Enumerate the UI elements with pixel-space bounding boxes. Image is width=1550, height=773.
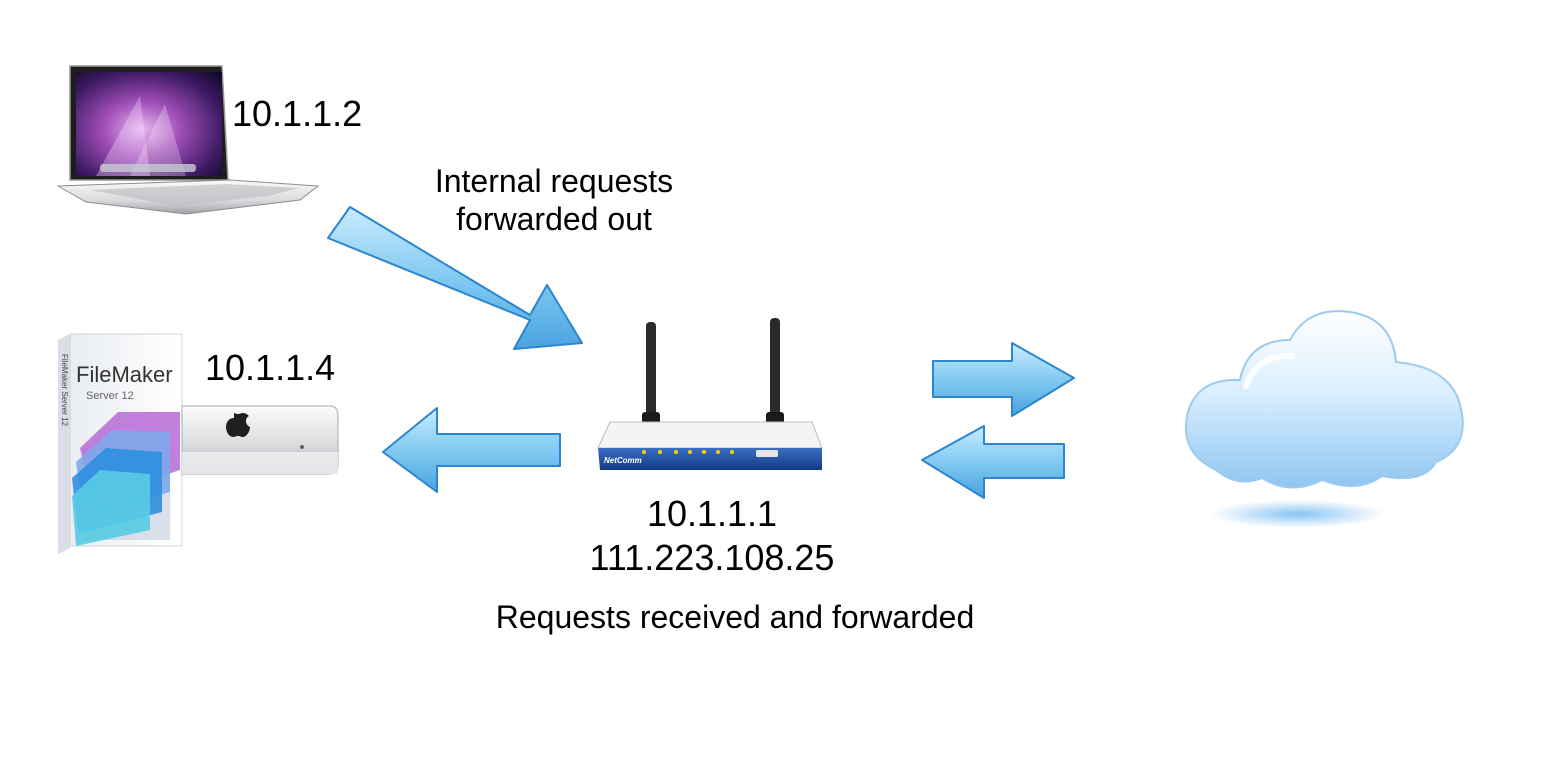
arrow-laptop-to-router bbox=[327, 206, 583, 350]
arrow-internet-to-router bbox=[921, 425, 1065, 499]
box-brand-text: FileMaker bbox=[76, 362, 173, 387]
filemaker-server-box-icon: FileMaker Server 12 bbox=[58, 333, 183, 554]
router-internal-ip: 10.1.1.1 bbox=[646, 493, 778, 534]
arrow-router-to-server bbox=[382, 407, 561, 493]
laptop-ip-label: 10.1.1.2 bbox=[232, 93, 363, 134]
router-brand-text: NetComm bbox=[604, 456, 642, 465]
box-spine-text: FileMaker Server 12 bbox=[60, 354, 69, 427]
box-product-text: Server 12 bbox=[86, 390, 134, 402]
arrow-router-to-internet bbox=[932, 342, 1075, 417]
internal-caption-line1: Internal requests bbox=[434, 163, 674, 199]
server-ip-label: 10.1.1.4 bbox=[205, 347, 336, 388]
cloud-icon bbox=[1184, 310, 1464, 528]
mac-mini-icon bbox=[181, 405, 339, 475]
router-caption: Requests received and forwarded bbox=[495, 599, 975, 635]
laptop-icon bbox=[56, 65, 320, 215]
internal-caption-line2: forwarded out bbox=[456, 201, 652, 237]
router-ip-labels: 10.1.1.1 111.223.108.25 bbox=[560, 492, 864, 580]
router-icon: NetComm bbox=[597, 318, 823, 470]
internal-requests-caption: Internal requests forwarded out bbox=[404, 162, 704, 238]
router-external-ip: 111.223.108.25 bbox=[589, 537, 835, 578]
